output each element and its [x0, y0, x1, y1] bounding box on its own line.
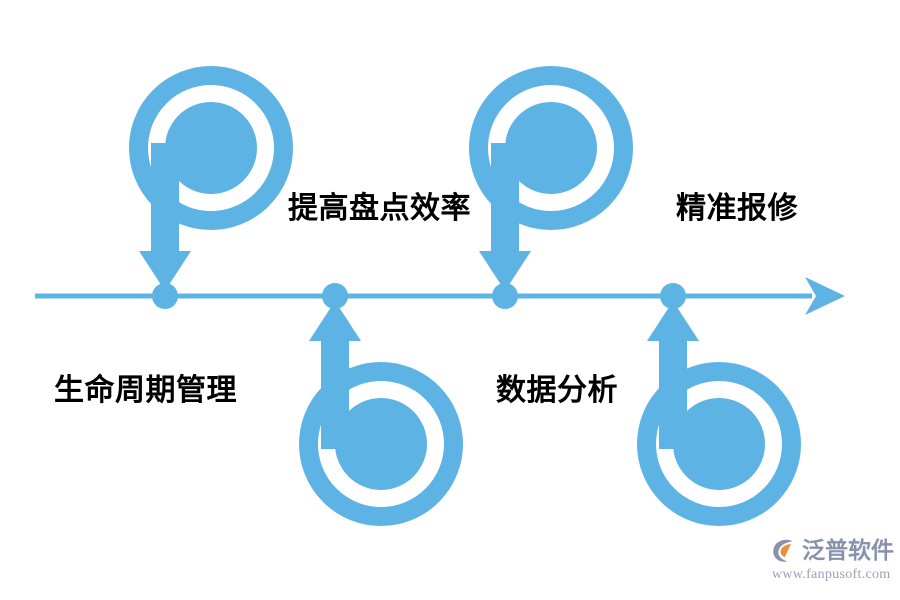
timeline-label-improve-inventory-efficiency: 提高盘点效率: [288, 192, 471, 225]
timeline-label-lifecycle-management: 生命周期管理: [54, 374, 237, 407]
timeline-dot-2[interactable]: [322, 283, 348, 309]
watermark: 泛普软件 www.fanpusoft.com: [770, 536, 894, 588]
timeline-arrowhead-icon: [805, 277, 845, 315]
timeline-label-accurate-repair-request: 精准报修: [676, 192, 798, 225]
timeline-dot-3[interactable]: [492, 283, 518, 309]
p-loop-arrow-down-icon-2: [479, 80, 619, 291]
watermark-url-text: www.fanpusoft.com: [772, 567, 891, 582]
b-loop-arrow-up-icon-1: [309, 301, 449, 512]
p-loop-arrow-down-icon-1: [139, 80, 279, 291]
watermark-brand-text: 泛普软件: [802, 537, 894, 563]
b-loop-arrow-up-icon-2: [647, 301, 787, 512]
watermark-brand-row: 泛普软件: [770, 536, 894, 564]
fanpusoft-logo-icon: [773, 539, 793, 562]
timeline-dot-1[interactable]: [152, 283, 178, 309]
timeline-dot-4[interactable]: [660, 283, 686, 309]
timeline-label-data-analysis: 数据分析: [496, 374, 618, 407]
